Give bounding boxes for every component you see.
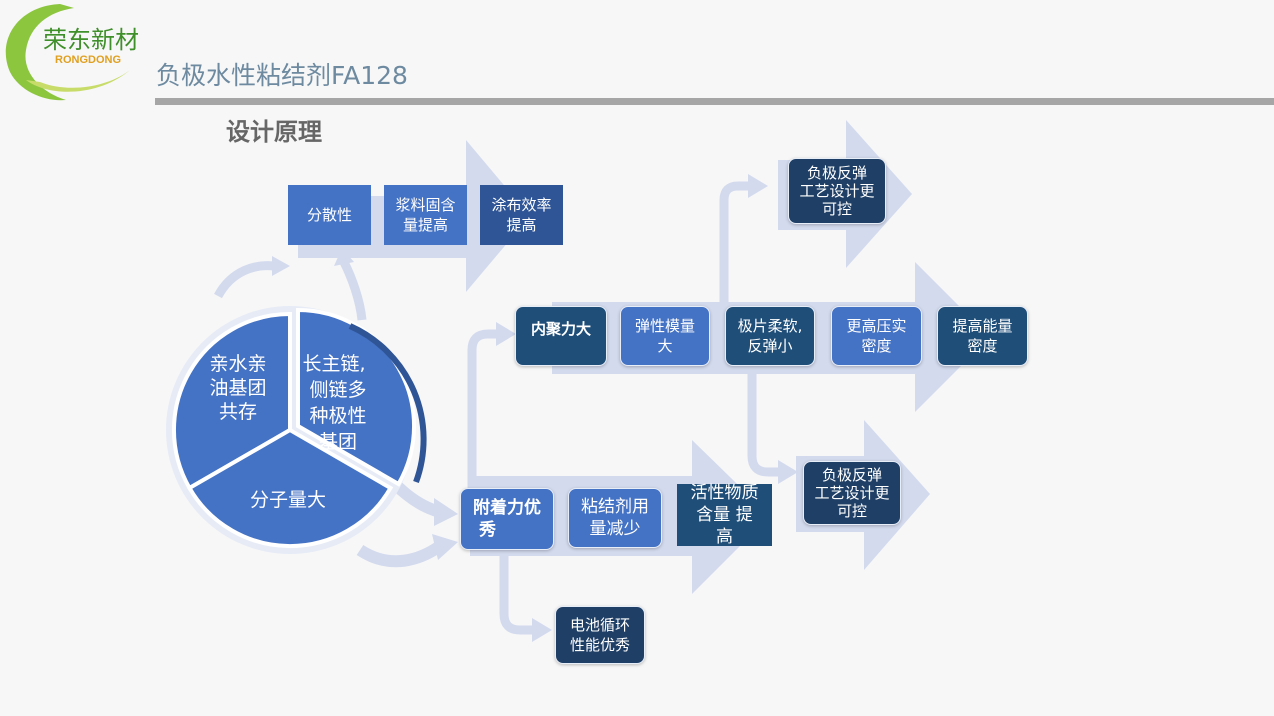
energy-density-box: 提高能量 密度: [937, 306, 1028, 366]
company-logo: 荣东新材 RONGDONG: [0, 0, 155, 104]
connector-down-to-lower-right: [747, 368, 780, 477]
connector-down-to-battery: [499, 550, 534, 635]
binder-reduction-box: 粘结剂用 量减少: [568, 488, 662, 548]
curved-arrow-bottom: [356, 540, 444, 568]
pie-chart: [171, 307, 427, 549]
slurry-solid-box: 浆料固含 量提高: [384, 185, 467, 245]
pie-slice-2-edge: [348, 323, 427, 484]
electrode-soft-line-2: 反弹小: [747, 337, 793, 355]
dispersion-box: 分散性: [288, 185, 371, 245]
battery-cycle-line-1: 电池循环: [569, 616, 630, 634]
pie-slice-2-line-1: 长主链,: [302, 353, 365, 375]
compaction-density-line-1: 更高压实: [846, 317, 907, 335]
connector-up-to-upper-right: [719, 181, 750, 304]
active-material-line-2: 含量 提: [696, 505, 753, 525]
adhesion-box: 附着力优 秀: [460, 488, 554, 550]
coating-efficiency-line-1: 涂布效率: [491, 196, 552, 214]
active-material-line-3: 高: [716, 527, 733, 547]
elastic-modulus-line-2: 大: [657, 337, 673, 355]
rebound-lower-line-2: 工艺设计更: [814, 484, 890, 502]
logo-text-en: RONGDONG: [55, 54, 121, 66]
pie-slice-1-line-1: 亲水亲: [209, 353, 266, 375]
cohesion-box: 内聚力大: [515, 306, 607, 366]
pie-slice-3-label: 分子量大: [250, 489, 326, 511]
rebound-lower-line-3: 可控: [836, 502, 867, 520]
battery-cycle-box: 电池循环 性能优秀: [555, 606, 645, 664]
coating-efficiency-box: 涂布效率 提高: [480, 185, 563, 245]
battery-cycle-line-2: 性能优秀: [569, 636, 630, 654]
rebound-upper-line-2: 工艺设计更: [799, 182, 875, 200]
rebound-control-box-upper: 负极反弹 工艺设计更 可控: [788, 158, 886, 224]
pie-slice-2-line-3: 种极性: [309, 405, 366, 427]
elastic-modulus-box: 弹性模量 大: [620, 306, 710, 366]
compaction-density-line-2: 密度: [861, 337, 892, 355]
rebound-upper-line-1: 负极反弹: [806, 164, 867, 182]
electrode-soft-box: 极片柔软, 反弹小: [725, 306, 815, 366]
dispersion-label: 分散性: [306, 206, 352, 224]
energy-density-line-1: 提高能量: [952, 317, 1013, 335]
binder-reduction-line-1: 粘结剂用: [581, 497, 649, 517]
pie-slice-2-line-4: 基团: [319, 431, 357, 453]
pie-slice-1-line-2: 油基团: [209, 377, 266, 399]
page-title: 负极水性粘结剂FA128: [156, 61, 408, 90]
compaction-density-box: 更高压实 密度: [831, 306, 922, 366]
pie-slice-2-line-2: 侧链多: [309, 379, 366, 401]
curved-arrow-right: [339, 259, 367, 321]
logo-swoosh-icon: [5, 4, 130, 101]
cohesion-label: 内聚力大: [530, 320, 591, 338]
pie-slice-1-line-3: 共存: [219, 401, 257, 423]
active-material-line-1: 活性物质: [690, 483, 759, 503]
electrode-soft-line-1: 极片柔软,: [737, 317, 803, 335]
adhesion-line-2: 秀: [479, 520, 496, 540]
rebound-lower-line-1: 负极反弹: [821, 466, 882, 484]
slurry-solid-line-2: 量提高: [402, 216, 448, 234]
slurry-solid-line-1: 浆料固含: [395, 196, 456, 214]
binder-reduction-line-2: 量减少: [589, 519, 641, 539]
pie-slice-3: [186, 427, 394, 549]
curved-arrow-left: [214, 261, 275, 299]
adhesion-line-1: 附着力优: [473, 498, 541, 518]
active-material-box: 活性物质 含量 提 高: [677, 483, 772, 547]
rebound-upper-line-3: 可控: [821, 200, 852, 218]
title-divider: [155, 98, 1274, 105]
section-subtitle: 设计原理: [226, 118, 322, 146]
connector-up-to-mid: [467, 329, 498, 488]
rebound-control-box-lower: 负极反弹 工艺设计更 可控: [803, 461, 901, 525]
energy-density-line-2: 密度: [967, 337, 998, 355]
logo-text-cn: 荣东新材: [43, 26, 139, 54]
coating-efficiency-line-2: 提高: [506, 216, 537, 234]
elastic-modulus-line-1: 弹性模量: [634, 317, 695, 335]
